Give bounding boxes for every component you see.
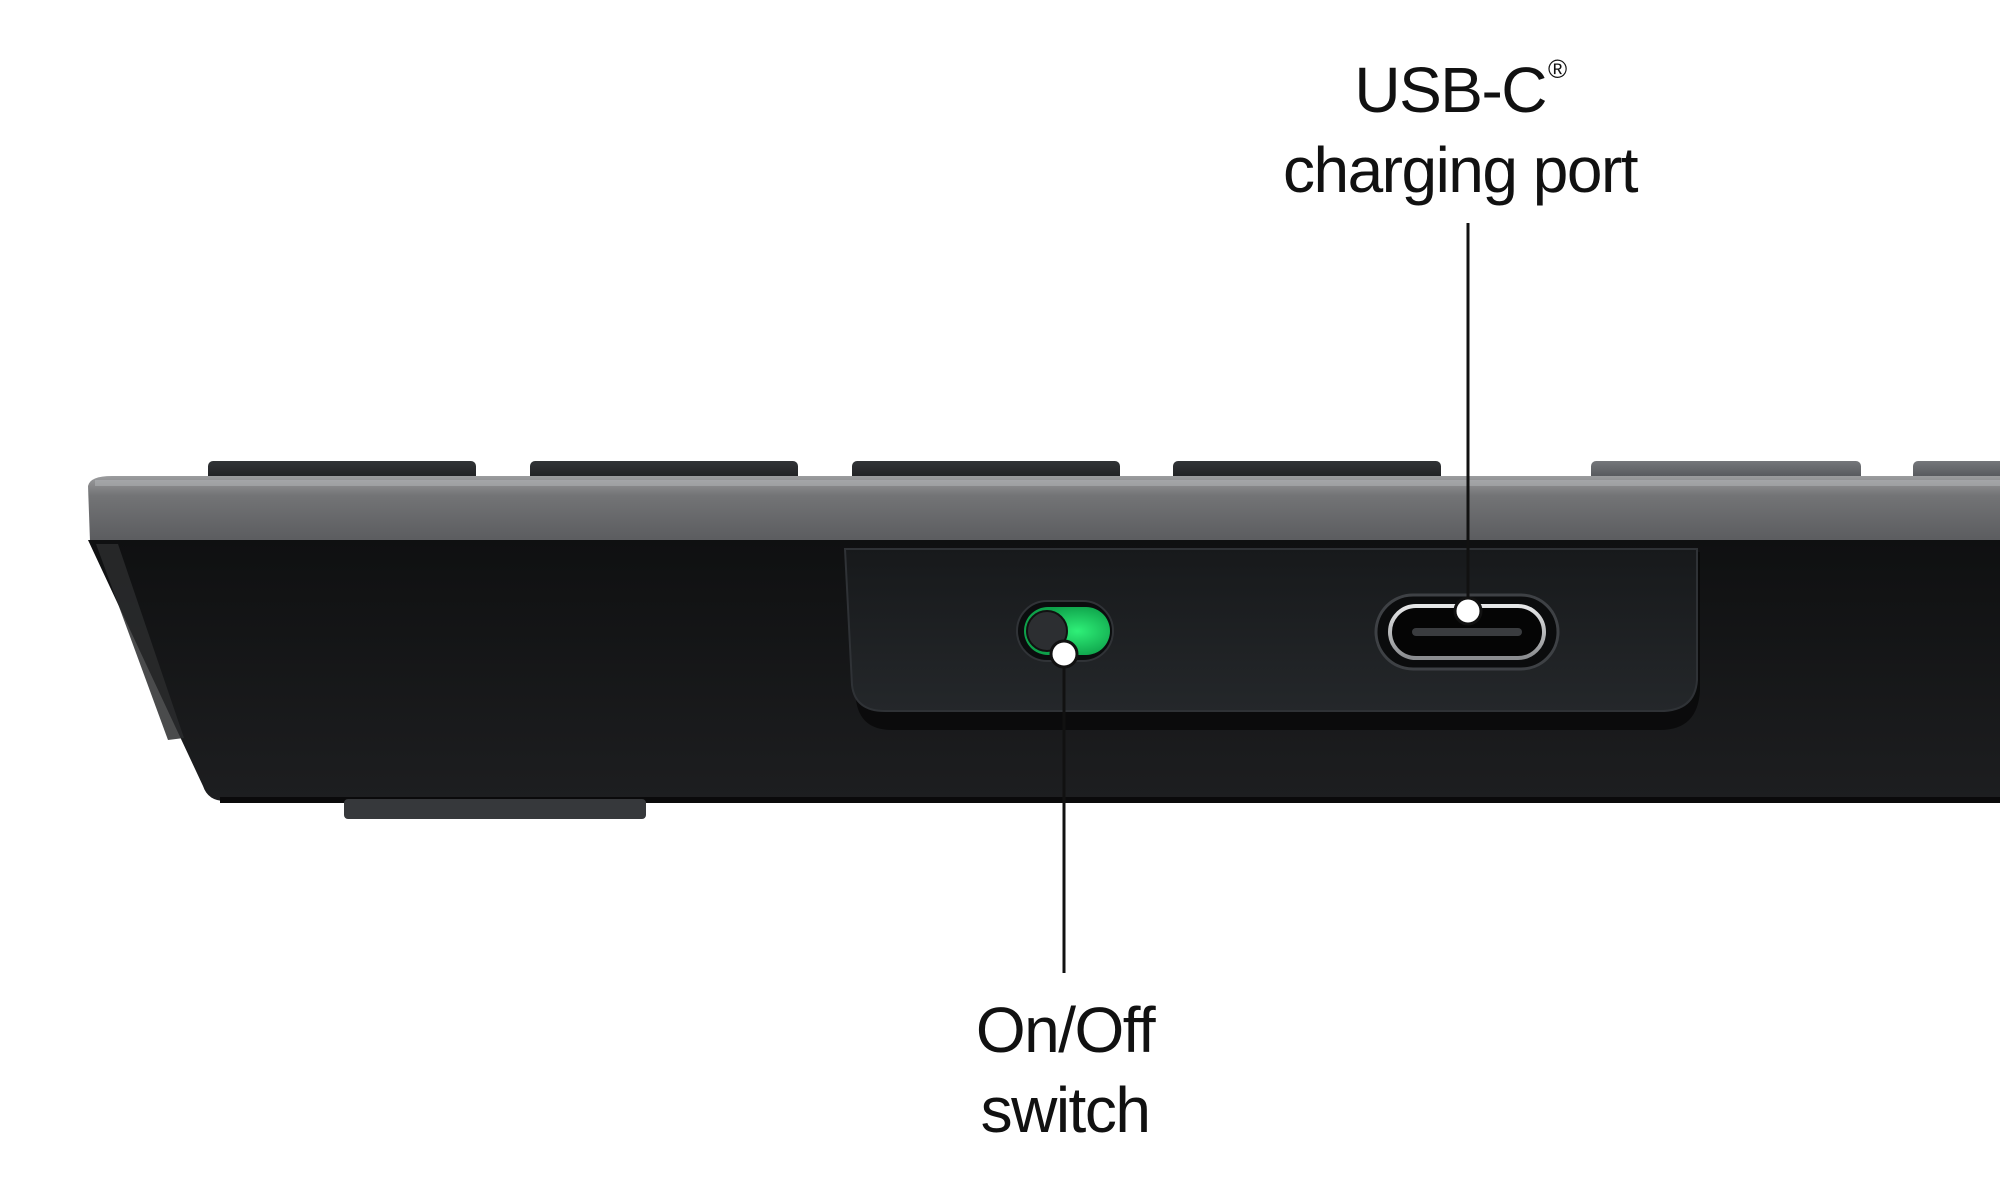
switch-label-line-2: switch [980, 1074, 1151, 1146]
port-panel [843, 548, 1700, 730]
usb-c-callout-dot [1453, 596, 1483, 626]
keyboard-edge-bevel [96, 544, 184, 740]
usb-c-label-line-2: charging port [1282, 134, 1639, 206]
port-panel-surface [843, 548, 1698, 712]
keyboard-foot [344, 799, 646, 819]
callout-connectors [1049, 223, 1483, 973]
switch-knob [1026, 610, 1068, 652]
registered-mark: ® [1547, 54, 1567, 84]
keyboard-top-frame [88, 476, 2000, 541]
switch-callout-dot [1049, 639, 1079, 669]
keyboard-top-highlight [95, 480, 2000, 486]
usb-c-label-line-1: USB-C® [1255, 50, 1665, 130]
power-toggle-icon[interactable] [1016, 600, 1114, 662]
switch-callout-label: On/Off switch [905, 990, 1225, 1150]
usb-c-callout-label: USB-C® charging port [1255, 50, 1665, 210]
keyboard-bottom-edge [220, 797, 2000, 803]
switch-label-line-1: On/Off [975, 994, 1156, 1066]
usb-c-label-text: USB-C [1354, 54, 1547, 126]
usb-c-port-icon [1374, 593, 1560, 671]
usb-c-port-contact [1412, 628, 1522, 636]
